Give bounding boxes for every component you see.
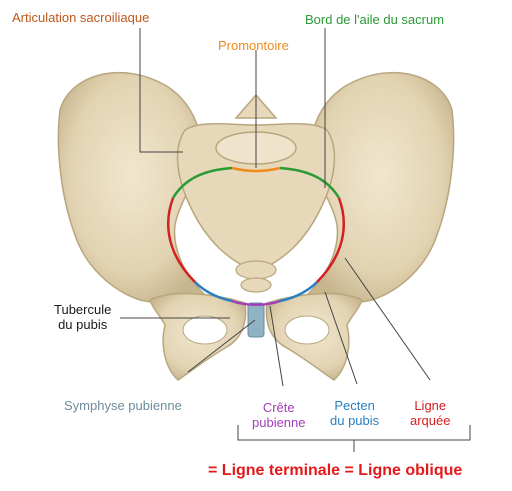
tubercle-line1: Tubercule bbox=[54, 302, 111, 317]
label-crest: Crête pubienne bbox=[252, 400, 306, 430]
tubercle-line2: du pubis bbox=[54, 317, 111, 332]
footer-summary: = Ligne terminale = Ligne oblique bbox=[208, 462, 462, 480]
arcuate-line2: arquée bbox=[410, 413, 450, 428]
label-sacrum-ala: Bord de l'aile du sacrum bbox=[305, 12, 444, 27]
arcuate-line1: Ligne bbox=[410, 398, 450, 413]
label-tubercle: Tubercule du pubis bbox=[54, 302, 111, 332]
label-symphysis: Symphyse pubienne bbox=[64, 398, 182, 413]
label-arcuate: Ligne arquée bbox=[410, 398, 450, 428]
crest-line2: pubienne bbox=[252, 415, 306, 430]
pecten-line1: Pecten bbox=[330, 398, 379, 413]
pecten-line2: du pubis bbox=[330, 413, 379, 428]
label-promontory: Promontoire bbox=[218, 38, 289, 53]
symphysis-cartilage bbox=[248, 303, 264, 337]
label-pecten: Pecten du pubis bbox=[330, 398, 379, 428]
label-sacroiliac: Articulation sacroiliaque bbox=[12, 10, 149, 25]
crest-line1: Crête bbox=[252, 400, 306, 415]
